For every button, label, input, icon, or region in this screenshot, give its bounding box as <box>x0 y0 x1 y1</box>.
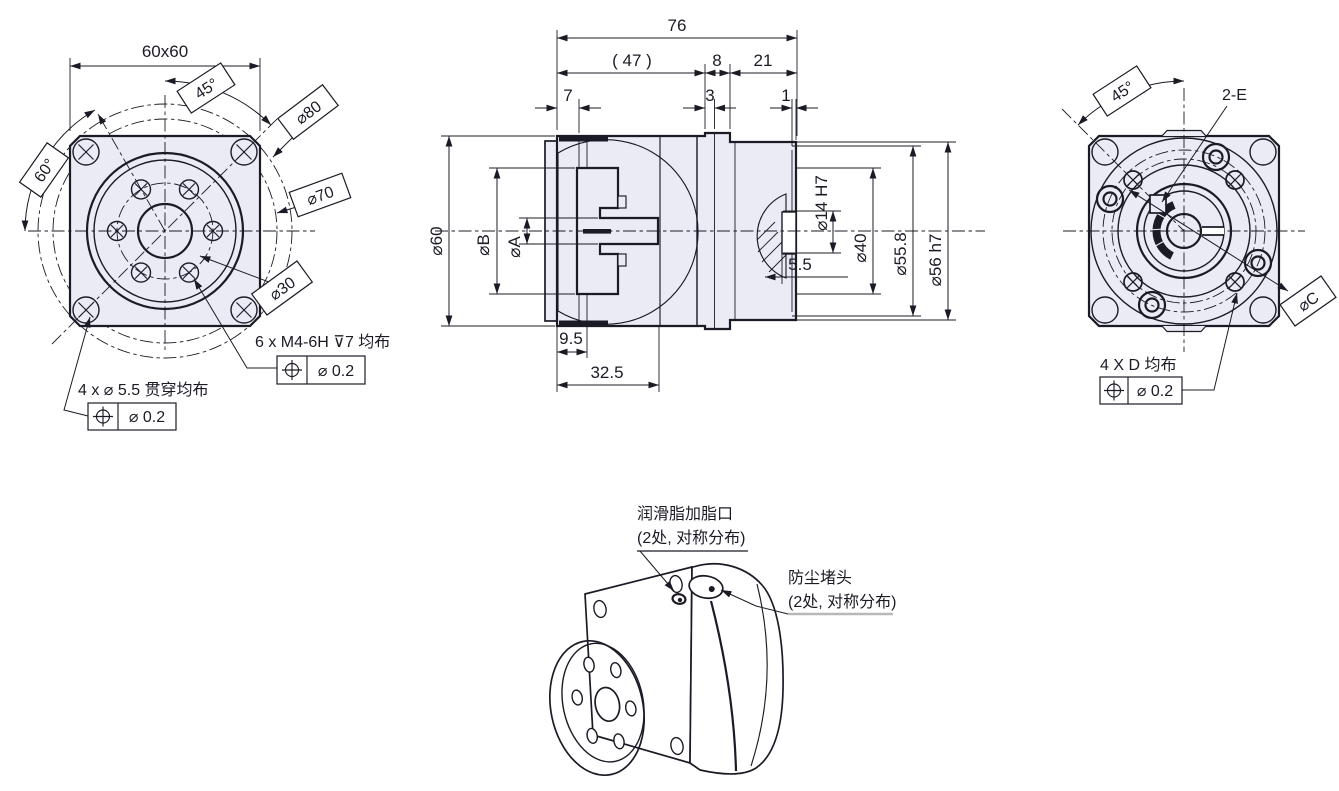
housing-circle <box>85 151 245 311</box>
tapped-fcf: ⌀ 0.2 <box>276 355 366 385</box>
tapped-note-leader <box>193 278 277 369</box>
section-extension-lines <box>441 30 956 392</box>
dim-21: 21 <box>754 51 773 70</box>
clamp-screw-notch <box>1149 194 1167 214</box>
section-diameter-dims: ⌀60 ⌀B ⌀A ⌀14 H7 ⌀40 ⌀55.8 ⌀56 h7 <box>427 136 952 326</box>
dim-76: 76 <box>668 16 687 35</box>
clamp-slit <box>583 229 611 234</box>
dim-3: 3 <box>705 86 714 105</box>
svg-text:⌀ 0.2: ⌀ 0.2 <box>318 363 354 380</box>
iso-endcap-line <box>750 583 768 767</box>
svg-text:防尘堵头: 防尘堵头 <box>788 569 852 587</box>
tapped-holes <box>106 179 224 283</box>
dim-d60: ⌀60 <box>427 226 446 255</box>
tap-callout-leader <box>1161 105 1228 203</box>
dim-dA: ⌀A <box>505 236 524 258</box>
dim-32-5: 32.5 <box>590 363 623 382</box>
input-bore <box>781 211 797 255</box>
rear-corner-holes <box>1091 138 1277 324</box>
dim-7: 7 <box>563 86 572 105</box>
dim-d55-8: ⌀55.8 <box>891 232 910 275</box>
iso-center-hole <box>594 686 621 722</box>
iso-disc-holes <box>571 656 637 750</box>
tap-callout-2e: 2-E <box>1222 87 1247 104</box>
dim-d40: ⌀40 <box>851 233 870 262</box>
position-tolerance-icon <box>282 360 302 380</box>
grease-note: 润滑脂加脂口 (2处, 对称分布) <box>637 505 748 592</box>
iso-body <box>689 562 784 775</box>
tapped-holes-note: 6 x M4-6H ⊽7 均布 <box>255 333 390 351</box>
rear-view: 45° 2-E ⌀C 4 X D 均布 ⌀ 0.2 <box>1061 65 1337 405</box>
rear-cavity <box>756 193 787 279</box>
dim-square-text: 60x60 <box>142 42 188 61</box>
dim-1: 1 <box>781 86 790 105</box>
dia-c-label: ⌀C <box>1279 275 1337 327</box>
dim-d56h7: ⌀56 h7 <box>926 234 945 287</box>
coupling-step-bottom <box>617 253 627 267</box>
through-note-leader <box>63 316 91 417</box>
rear-holes-fcf: ⌀ 0.2 <box>1099 376 1183 405</box>
svg-text:⌀ 0.2: ⌀ 0.2 <box>129 409 165 426</box>
rear-holes-leader <box>1182 292 1238 391</box>
iso-grease-port <box>671 593 687 605</box>
svg-text:润滑脂加脂口: 润滑脂加脂口 <box>637 505 733 523</box>
dim-9-5: 9.5 <box>559 329 583 348</box>
section-length-dims: 76 ( 47 ) 8 21 7 3 1 9.5 32.5 5.5 <box>535 16 848 389</box>
angle-60-label: 60° <box>18 142 70 198</box>
svg-text:⌀ 0.2: ⌀ 0.2 <box>1137 383 1173 400</box>
output-center-hole <box>136 202 194 260</box>
rear-holes-note: 4 X D 均布 <box>1100 356 1176 374</box>
iso-view: 润滑脂加脂口 (2处, 对称分布) 防尘堵头 (2处, 对称分布) <box>548 505 896 777</box>
dia-c-leader <box>1128 189 1289 292</box>
rear-angle-45-label: 45° <box>1092 65 1152 117</box>
position-tolerance-icon <box>93 406 113 427</box>
dim-d14h7: ⌀14 H7 <box>812 175 831 231</box>
angle-45-label: 45° <box>176 62 236 114</box>
position-tolerance-icon <box>1104 380 1124 401</box>
pilot-circle <box>93 159 237 303</box>
dust-plug-note: 防尘堵头 (2处, 对称分布) <box>720 569 896 616</box>
dim-5-5: 5.5 <box>788 255 812 274</box>
clamp-slot-mask <box>1202 228 1224 235</box>
iso-body-seam <box>709 600 738 772</box>
iso-flange-holes <box>593 574 684 756</box>
iso-output-disc <box>548 639 646 777</box>
front-view: 60x60 45° 60° ⌀80 ⌀70 ⌀30 <box>18 42 390 431</box>
through-holes-note: 4 x ⌀ 5.5 贯穿均布 <box>78 381 209 399</box>
svg-text:(2处, 对称分布): (2处, 对称分布) <box>788 593 896 611</box>
leader-d70: ⌀70 <box>276 172 352 218</box>
svg-text:(2处, 对称分布): (2处, 对称分布) <box>637 529 745 547</box>
section-hatch-dome <box>557 139 699 325</box>
coupling-step-top <box>617 195 627 209</box>
dim-dB: ⌀B <box>474 234 493 256</box>
leader-d80: ⌀80 <box>272 83 340 158</box>
dim-47: ( 47 ) <box>612 51 652 70</box>
through-fcf: ⌀ 0.2 <box>87 402 177 431</box>
section-view: 76 ( 47 ) 8 21 7 3 1 9.5 32.5 5.5 <box>427 16 985 392</box>
dim-8: 8 <box>712 51 721 70</box>
iso-dust-plug <box>688 574 724 600</box>
